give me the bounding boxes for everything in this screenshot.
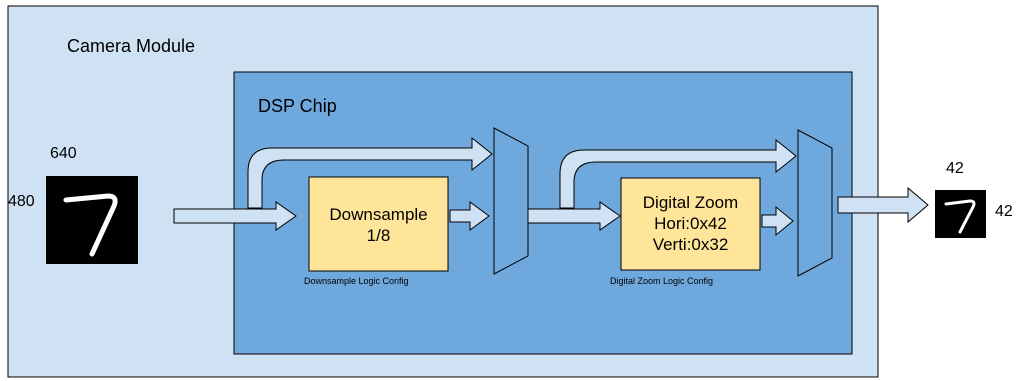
mux-1 — [493, 127, 529, 275]
input-digit-stroke — [63, 193, 118, 257]
output-height-label: 42 — [995, 203, 1013, 220]
zoom-out-arrow — [761, 205, 794, 237]
bypass-arrow-1 — [247, 136, 493, 209]
input-arrow — [173, 201, 297, 231]
downsample-out-arrow — [449, 201, 490, 231]
downsample-ratio: 1/8 — [366, 226, 391, 245]
mux-2 — [797, 129, 833, 277]
input-height-label: 480 — [8, 193, 35, 210]
dsp-chip-label: DSP Chip — [258, 96, 337, 116]
digital-zoom-box — [620, 177, 761, 271]
digital-zoom-config-label: Digital Zoom Logic Config — [610, 276, 714, 286]
input-width-label: 640 — [50, 145, 77, 162]
digital-zoom-verti: Verti:0x32 — [652, 235, 729, 254]
downsample-text: Downsample 1/8 — [309, 204, 448, 246]
output-arrow — [837, 186, 929, 224]
downsample-box — [308, 176, 449, 272]
output-width-label: 42 — [946, 160, 964, 177]
bypass-arrow-2 — [559, 138, 797, 209]
digital-zoom-title: Digital Zoom — [642, 193, 739, 212]
digital-zoom-text: Digital Zoom Hori:0x42 Verti:0x32 — [621, 192, 760, 255]
output-digit-stroke — [944, 199, 976, 234]
downsample-config-label: Downsample Logic Config — [304, 276, 409, 286]
mux1-out-arrow — [527, 201, 621, 231]
digital-zoom-hori: Hori:0x42 — [654, 214, 727, 233]
downsample-title: Downsample — [329, 205, 428, 224]
camera-module-label: Camera Module — [67, 36, 196, 56]
